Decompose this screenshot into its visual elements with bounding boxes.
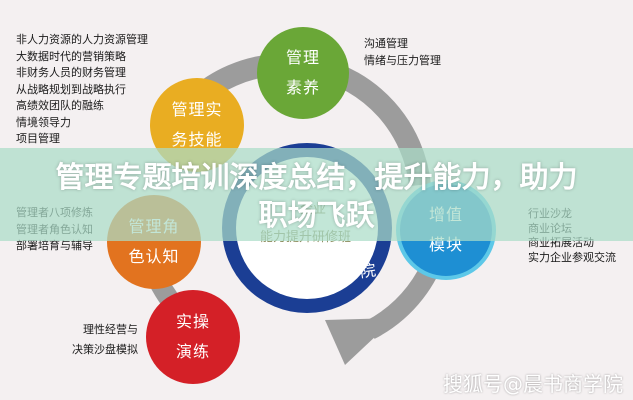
list-practice-drill: 理性经营与 决策沙盘模拟: [60, 320, 138, 360]
list-item: 沟通管理: [364, 37, 408, 50]
list-item: 理性经营与: [83, 323, 138, 336]
list-management-skills: 非人力资源的人力资源管理 大数据时代的营销策略 非财务人员的财务管理 从战略规划…: [16, 32, 148, 148]
list-management-literacy: 沟通管理 情绪与压力管理: [364, 36, 441, 69]
module-label: 管理实: [171, 100, 223, 119]
list-item: 高绩效团队的融练: [16, 99, 104, 112]
list-item: 情境领导力: [16, 115, 71, 129]
list-item: 决策沙盘模拟: [72, 343, 138, 356]
list-item: 部署培育与辅导: [16, 239, 93, 252]
watermark: 搜狐号@晨书商学院: [443, 372, 623, 396]
list-item: 非人力资源的人力资源管理: [16, 33, 148, 46]
module-label: 色认知: [128, 247, 180, 266]
list-item: 情绪与压力管理: [364, 53, 441, 67]
module-label: 素养: [285, 78, 320, 97]
module-label: 演练: [175, 342, 210, 361]
list-item: 项目管理: [16, 132, 60, 145]
list-item: 实力企业参观交流: [528, 250, 616, 264]
module-practice-drill: 实操 演练: [146, 290, 240, 384]
page-title: 管理专题培训深度总结，提升能力，助力 职场飞跃: [55, 160, 578, 232]
module-management-literacy: 管理 素养: [257, 27, 349, 119]
module-label: 务技能: [171, 130, 223, 149]
list-item: 从战略规划到战略执行: [16, 82, 126, 96]
list-item: 非财务人员的财务管理: [16, 66, 126, 79]
list-item: 大数据时代的营销策略: [16, 49, 126, 63]
title-overlay-band: [0, 148, 633, 241]
module-label: 管理: [285, 48, 320, 67]
module-label: 实操: [175, 312, 210, 331]
